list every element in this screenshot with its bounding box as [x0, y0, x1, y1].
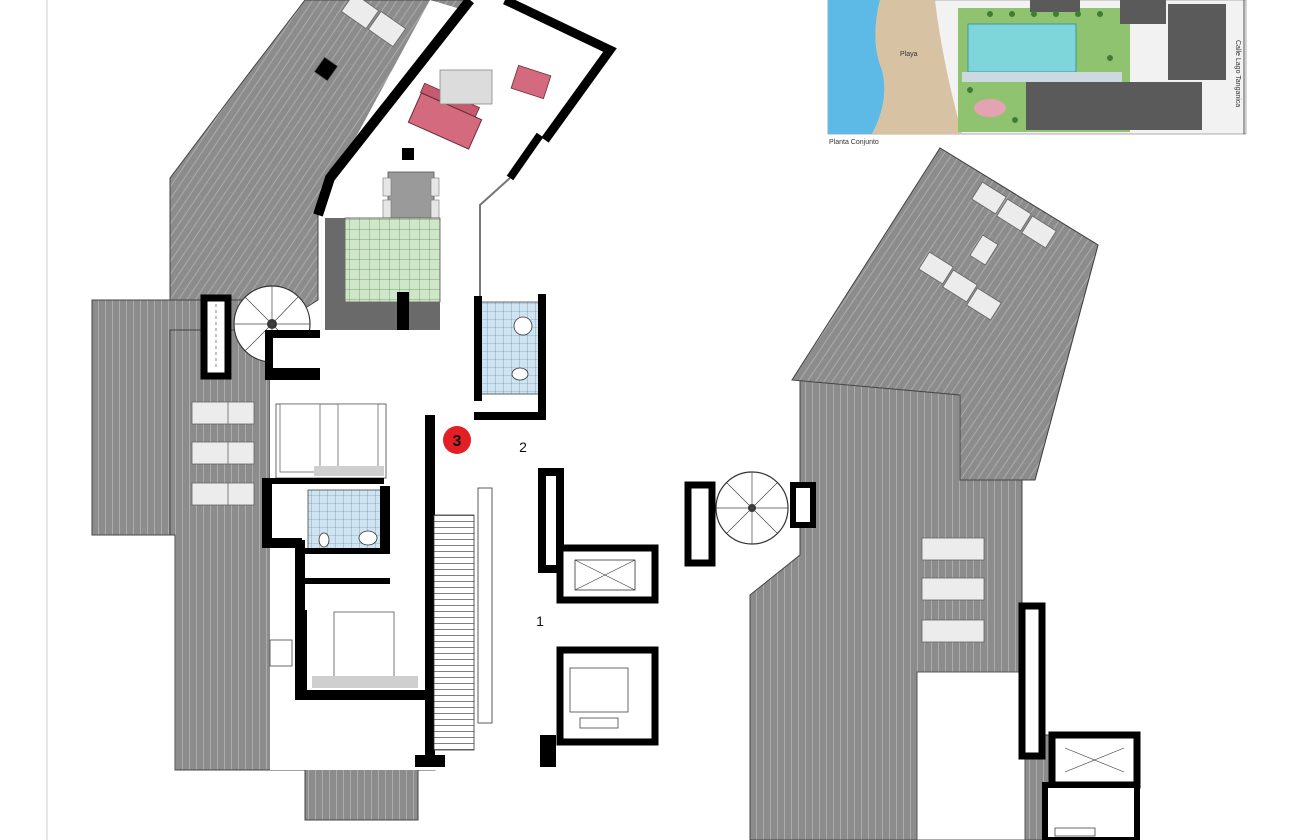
built-in-wardrobe: [269, 639, 293, 667]
room-label-1: 1: [536, 613, 544, 629]
beach-label: Playa: [900, 51, 918, 58]
unit-number-badge: 3: [443, 426, 471, 454]
bedroom-master: [312, 611, 418, 688]
planter-column-roof-south: [1018, 602, 1046, 760]
interior-staircase: [433, 514, 475, 751]
site-plan-inset: Playa Calle Lago Tanganica Planta Conjun…: [827, 0, 1247, 146]
sink-2: [513, 316, 533, 336]
roof-void: [916, 671, 1026, 840]
roof-terrace-plan: [684, 147, 1141, 840]
kitchen-island: [397, 292, 409, 332]
toilet-1: [318, 532, 330, 548]
site-plan-caption: Planta Conjunto: [829, 139, 879, 146]
pool: [967, 23, 1077, 73]
bathroom-2: [477, 301, 541, 395]
living-wall-west: [313, 0, 474, 217]
bedroom-twin: [275, 403, 387, 479]
planter-column-roof-east: [790, 482, 816, 528]
pool-deck: [962, 72, 1122, 82]
street-label: Calle Lago Tanganica: [1234, 40, 1241, 107]
spiral-stair-roof: [715, 471, 789, 545]
living-glass-rail: [479, 177, 511, 300]
armchair-grey: [439, 69, 493, 105]
kids-pool: [974, 99, 1006, 117]
unit-badge-circle: [443, 426, 471, 454]
site-trees: [967, 11, 1113, 123]
planter-column-roof-west: [684, 481, 716, 567]
stair-landing: [477, 487, 493, 724]
side-table: [402, 148, 414, 160]
sink-1: [358, 530, 378, 546]
sun-loungers-top: [313, 0, 407, 82]
sofa-set: [402, 64, 552, 160]
site-buildings: [1026, 0, 1226, 130]
sun-loungers-west: [191, 401, 255, 506]
sea: [828, 0, 885, 134]
sun-loungers-roof: [918, 181, 1057, 643]
interior-walls: [262, 294, 564, 767]
shaft-box-upper: [556, 544, 659, 604]
roof-deck-north: [791, 147, 1099, 481]
lift-shaft: [556, 646, 659, 746]
kitchen-counter-south: [325, 302, 440, 330]
toilet-2: [511, 367, 529, 381]
unit-floor-plan: 1 2 3: [91, 0, 659, 821]
room-label-2: 2: [519, 439, 527, 455]
kitchen-floor: [344, 217, 441, 303]
roof-shaft-box: [1042, 731, 1141, 840]
beach: [872, 0, 962, 134]
unit-badge-number: 3: [453, 433, 462, 450]
living-wall-east-low: [506, 132, 544, 181]
armchair-pink: [510, 64, 552, 100]
living-wall-east: [503, 0, 617, 143]
